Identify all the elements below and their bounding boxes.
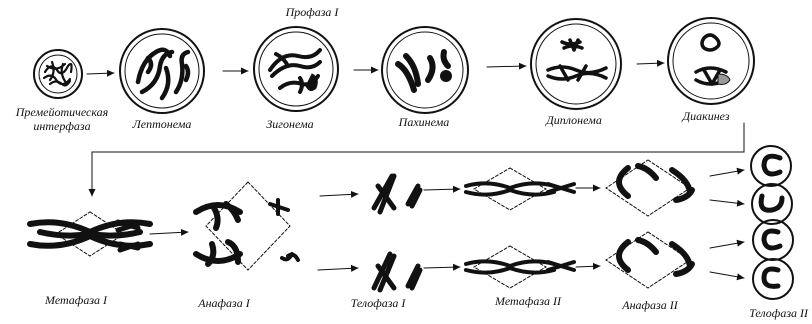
anaphase2-figure <box>606 160 692 288</box>
pachynema-cell <box>382 27 468 113</box>
stage-label-metaphase2: Метафаза II <box>495 295 561 308</box>
anaphase1-figure <box>196 182 298 270</box>
metaphase2-figure <box>466 168 574 288</box>
stage-label-metaphase1: Метафаза I <box>45 294 107 307</box>
stage-label-diplonema: Диплонема <box>546 114 602 127</box>
telophase1-figure <box>374 176 420 290</box>
stage-label-anaphase2: Анафаза II <box>622 299 677 312</box>
leptonema-cell <box>120 29 204 113</box>
telophase2-cells <box>751 146 793 299</box>
daughter-cell <box>752 184 792 224</box>
metaphase1-figure <box>30 212 150 256</box>
stage-label-pachynema: Пахинема <box>399 116 450 129</box>
stage-label-telophase2: Телофаза II <box>749 307 808 320</box>
stage-label-leptonema: Лептонема <box>133 118 192 131</box>
stage-label-zygonema: Зигонема <box>266 118 313 131</box>
daughter-cell <box>753 259 793 299</box>
prophase1-title: Профаза I <box>286 6 339 19</box>
stage-label-diakinesis: Диакинез <box>682 110 729 123</box>
stage-label-telophase1: Телофаза I <box>351 297 406 310</box>
daughter-cell <box>753 220 793 260</box>
premeiotic-interphase-cell <box>34 50 82 98</box>
daughter-cell <box>751 146 791 186</box>
diakinesis-cell <box>668 18 754 104</box>
stage-label-anaphase1: Анафаза I <box>198 297 249 310</box>
diplonema-cell <box>531 19 621 109</box>
zygonema-cell <box>254 27 338 111</box>
stage-label-premeiotic: Премейотическая интерфаза <box>3 105 121 133</box>
